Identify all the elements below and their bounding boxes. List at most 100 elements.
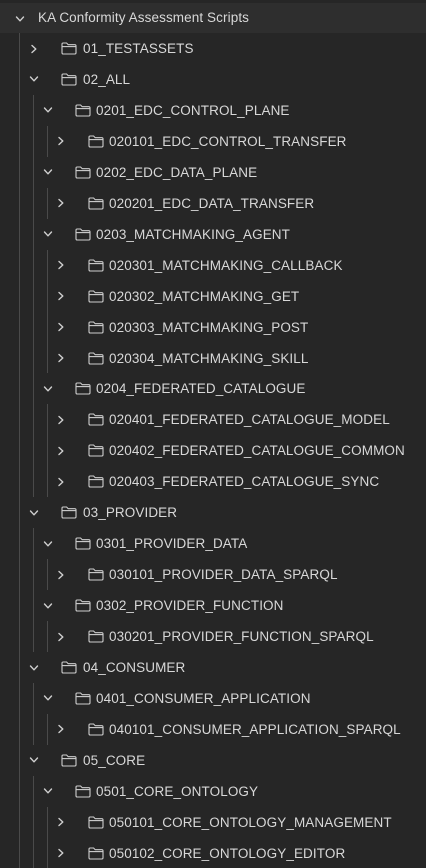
indent-guide-line: [47, 249, 48, 374]
tree-item[interactable]: 0204_FEDERATED_CATALOGUE: [0, 373, 426, 404]
indent-guide-line: [33, 528, 34, 652]
tree-item-label: 020402_FEDERATED_CATALOGUE_COMMON: [109, 443, 405, 459]
folder-icon: [61, 64, 77, 95]
folder-icon: [88, 404, 104, 435]
chevron-down-icon[interactable]: [13, 3, 27, 34]
chevron-right-icon[interactable]: [54, 343, 68, 374]
indent-guide-line: [47, 559, 48, 591]
tree-item[interactable]: 020201_EDC_DATA_TRANSFER: [0, 188, 426, 219]
tree-item-label: 0301_PROVIDER_DATA: [96, 536, 248, 552]
tree-item[interactable]: 01_TESTASSETS: [0, 33, 426, 64]
chevron-right-icon[interactable]: [54, 807, 68, 838]
tree-item[interactable]: 0203_MATCHMAKING_AGENT: [0, 219, 426, 250]
chevron-down-icon[interactable]: [27, 745, 41, 776]
chevron-down-icon[interactable]: [41, 528, 55, 559]
tree-item-label: 05_CORE: [83, 752, 146, 768]
tree-item-label: 0401_CONSUMER_APPLICATION: [96, 690, 311, 706]
indent-guide-line: [47, 125, 48, 157]
chevron-down-icon[interactable]: [27, 652, 41, 683]
tree-item[interactable]: 04_CONSUMER: [0, 652, 426, 683]
tree-item[interactable]: 0501_CORE_ONTOLOGY: [0, 776, 426, 807]
indent-guide-line: [47, 713, 48, 745]
tree-item[interactable]: 0301_PROVIDER_DATA: [0, 528, 426, 559]
tree-item[interactable]: 05_CORE: [0, 745, 426, 776]
tree-item[interactable]: 020302_MATCHMAKING_GET: [0, 281, 426, 312]
tree-item[interactable]: 030201_PROVIDER_FUNCTION_SPARQL: [0, 621, 426, 652]
tree-item[interactable]: 02_ALL: [0, 64, 426, 95]
indent-guide-line: [47, 806, 48, 868]
folder-icon: [88, 559, 104, 590]
tree-item-label: 020201_EDC_DATA_TRANSFER: [109, 195, 315, 211]
tree-item-label: 0501_CORE_ONTOLOGY: [96, 783, 259, 799]
tree-item-label: 020401_FEDERATED_CATALOGUE_MODEL: [109, 412, 390, 428]
folder-icon: [88, 281, 104, 312]
chevron-down-icon[interactable]: [41, 219, 55, 250]
tree-item-label: 03_PROVIDER: [83, 505, 178, 521]
tree-item[interactable]: 030101_PROVIDER_DATA_SPARQL: [0, 559, 426, 590]
tree-item-label: 020302_MATCHMAKING_GET: [109, 288, 300, 304]
tree-item-label: 02_ALL: [83, 71, 131, 87]
folder-icon: [75, 95, 91, 126]
chevron-right-icon[interactable]: [54, 559, 68, 590]
chevron-right-icon[interactable]: [54, 838, 68, 868]
chevron-down-icon[interactable]: [27, 497, 41, 528]
tree-item[interactable]: 020304_MATCHMAKING_SKILL: [0, 343, 426, 374]
tree-item[interactable]: 020403_FEDERATED_CATALOGUE_SYNC: [0, 466, 426, 497]
chevron-down-icon[interactable]: [41, 95, 55, 126]
tree-item[interactable]: 020301_MATCHMAKING_CALLBACK: [0, 250, 426, 281]
chevron-right-icon[interactable]: [54, 714, 68, 745]
folder-icon: [88, 621, 104, 652]
chevron-down-icon[interactable]: [41, 590, 55, 621]
tree-item[interactable]: 020402_FEDERATED_CATALOGUE_COMMON: [0, 435, 426, 466]
folder-icon: [75, 683, 91, 714]
tree-item[interactable]: 020401_FEDERATED_CATALOGUE_MODEL: [0, 404, 426, 435]
tree-item[interactable]: 03_PROVIDER: [0, 497, 426, 528]
folder-icon: [61, 497, 77, 528]
tree-item-label: 020301_MATCHMAKING_CALLBACK: [109, 257, 343, 273]
indent-guide-line: [47, 187, 48, 219]
tree-item[interactable]: 0302_PROVIDER_FUNCTION: [0, 590, 426, 621]
tree-item-label: 01_TESTASSETS: [83, 41, 194, 56]
tree-item-label: 030101_PROVIDER_DATA_SPARQL: [109, 567, 338, 583]
chevron-right-icon[interactable]: [54, 312, 68, 343]
folder-icon: [88, 714, 104, 745]
tree-item-label: 050102_CORE_ONTOLOGY_EDITOR: [109, 845, 346, 861]
tree-item-label: 050101_CORE_ONTOLOGY_MANAGEMENT: [109, 814, 392, 830]
chevron-right-icon[interactable]: [27, 33, 41, 64]
folder-icon: [88, 435, 104, 466]
chevron-right-icon[interactable]: [54, 404, 68, 435]
tree-item[interactable]: 0201_EDC_CONTROL_PLANE: [0, 95, 426, 126]
tree-item-label: 020403_FEDERATED_CATALOGUE_SYNC: [109, 474, 380, 490]
tree-item-label: 0302_PROVIDER_FUNCTION: [96, 598, 284, 614]
tree-item-label: 020304_MATCHMAKING_SKILL: [109, 350, 309, 366]
chevron-right-icon[interactable]: [54, 126, 68, 157]
tree-item-label: 0202_EDC_DATA_PLANE: [96, 164, 258, 180]
chevron-down-icon[interactable]: [41, 157, 55, 188]
chevron-down-icon[interactable]: [41, 683, 55, 714]
tree-item-label: 020303_MATCHMAKING_POST: [109, 319, 309, 335]
tree-item[interactable]: 040101_CONSUMER_APPLICATION_SPARQL: [0, 714, 426, 745]
tree-root-row[interactable]: KA Conformity Assessment Scripts: [0, 3, 426, 33]
chevron-right-icon[interactable]: [54, 466, 68, 497]
tree-item[interactable]: 050101_CORE_ONTOLOGY_MANAGEMENT: [0, 807, 426, 838]
folder-icon: [75, 373, 91, 404]
chevron-right-icon[interactable]: [54, 281, 68, 312]
chevron-down-icon[interactable]: [27, 64, 41, 95]
tree-item[interactable]: 0401_CONSUMER_APPLICATION: [0, 683, 426, 714]
folder-icon: [88, 312, 104, 343]
tree-item[interactable]: 020303_MATCHMAKING_POST: [0, 312, 426, 343]
chevron-right-icon[interactable]: [54, 621, 68, 652]
tree-item[interactable]: 050102_CORE_ONTOLOGY_EDITOR: [0, 838, 426, 868]
chevron-down-icon[interactable]: [41, 373, 55, 404]
tree-item-label: 040101_CONSUMER_APPLICATION_SPARQL: [109, 721, 401, 737]
chevron-right-icon[interactable]: [54, 188, 68, 219]
chevron-right-icon[interactable]: [54, 435, 68, 466]
indent-guide-line: [33, 775, 34, 868]
indent-guide-line: [47, 621, 48, 652]
tree-item[interactable]: 0202_EDC_DATA_PLANE: [0, 157, 426, 188]
chevron-right-icon[interactable]: [54, 250, 68, 281]
indent-guide-line: [47, 404, 48, 498]
chevron-down-icon[interactable]: [41, 776, 55, 807]
tree-item[interactable]: 020101_EDC_CONTROL_TRANSFER: [0, 126, 426, 157]
